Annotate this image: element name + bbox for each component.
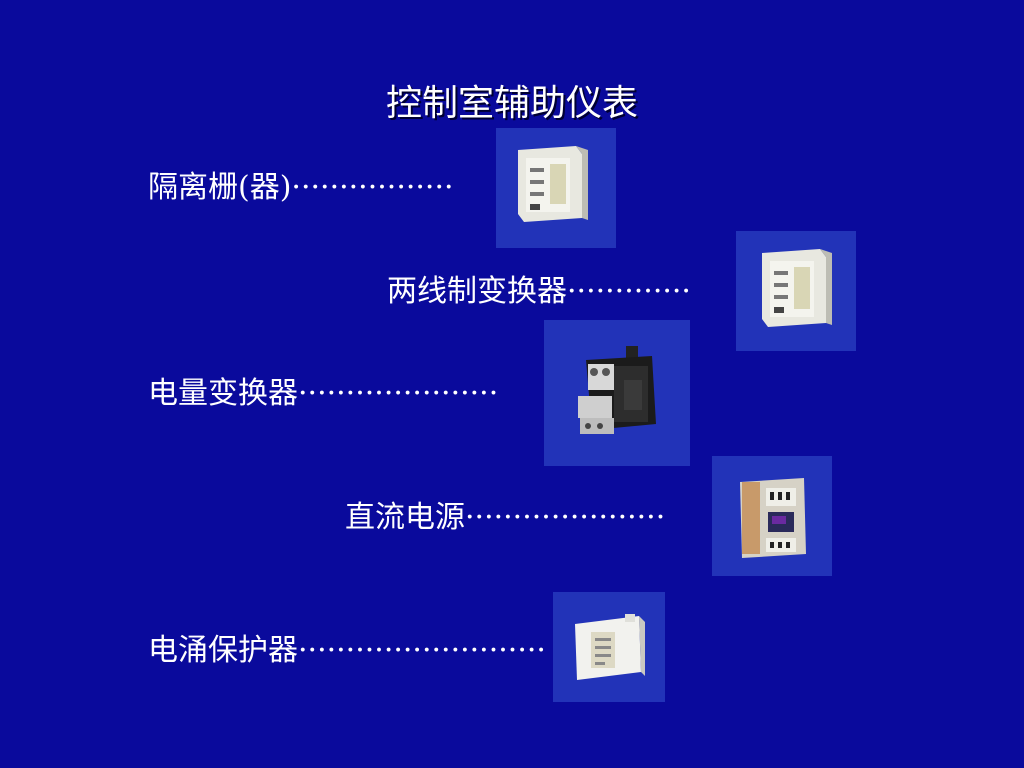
item-text: 隔离栅(器) (148, 170, 292, 205)
leader-dots: ·························· (298, 633, 546, 668)
item-label-two-wire-transmitter: 两线制变换器············· (387, 274, 691, 310)
surge-protector-icon (553, 592, 665, 702)
leader-dots: ····················· (465, 500, 666, 535)
two-wire-transmitter-module-icon (736, 231, 856, 351)
item-text: 两线制变换器 (387, 274, 567, 309)
item-label-dc-power-supply: 直流电源····················· (345, 500, 665, 536)
leader-dots: ············· (567, 274, 691, 309)
leader-dots: ····················· (298, 376, 499, 411)
dc-power-supply-icon (712, 456, 832, 576)
item-text: 电涌保护器 (148, 633, 298, 668)
item-label-surge-protector: 电涌保护器·························· (148, 633, 546, 669)
power-transducer-icon (544, 320, 690, 466)
leader-dots: ················· (291, 170, 454, 205)
item-text: 直流电源 (345, 500, 465, 535)
slide-title: 控制室辅助仪表 (385, 83, 638, 124)
item-label-isolator: 隔离栅(器)················· (148, 170, 454, 206)
item-label-power-transducer: 电量变换器····················· (148, 376, 498, 412)
item-text: 电量变换器 (148, 376, 298, 411)
isolator-module-icon (496, 128, 616, 248)
